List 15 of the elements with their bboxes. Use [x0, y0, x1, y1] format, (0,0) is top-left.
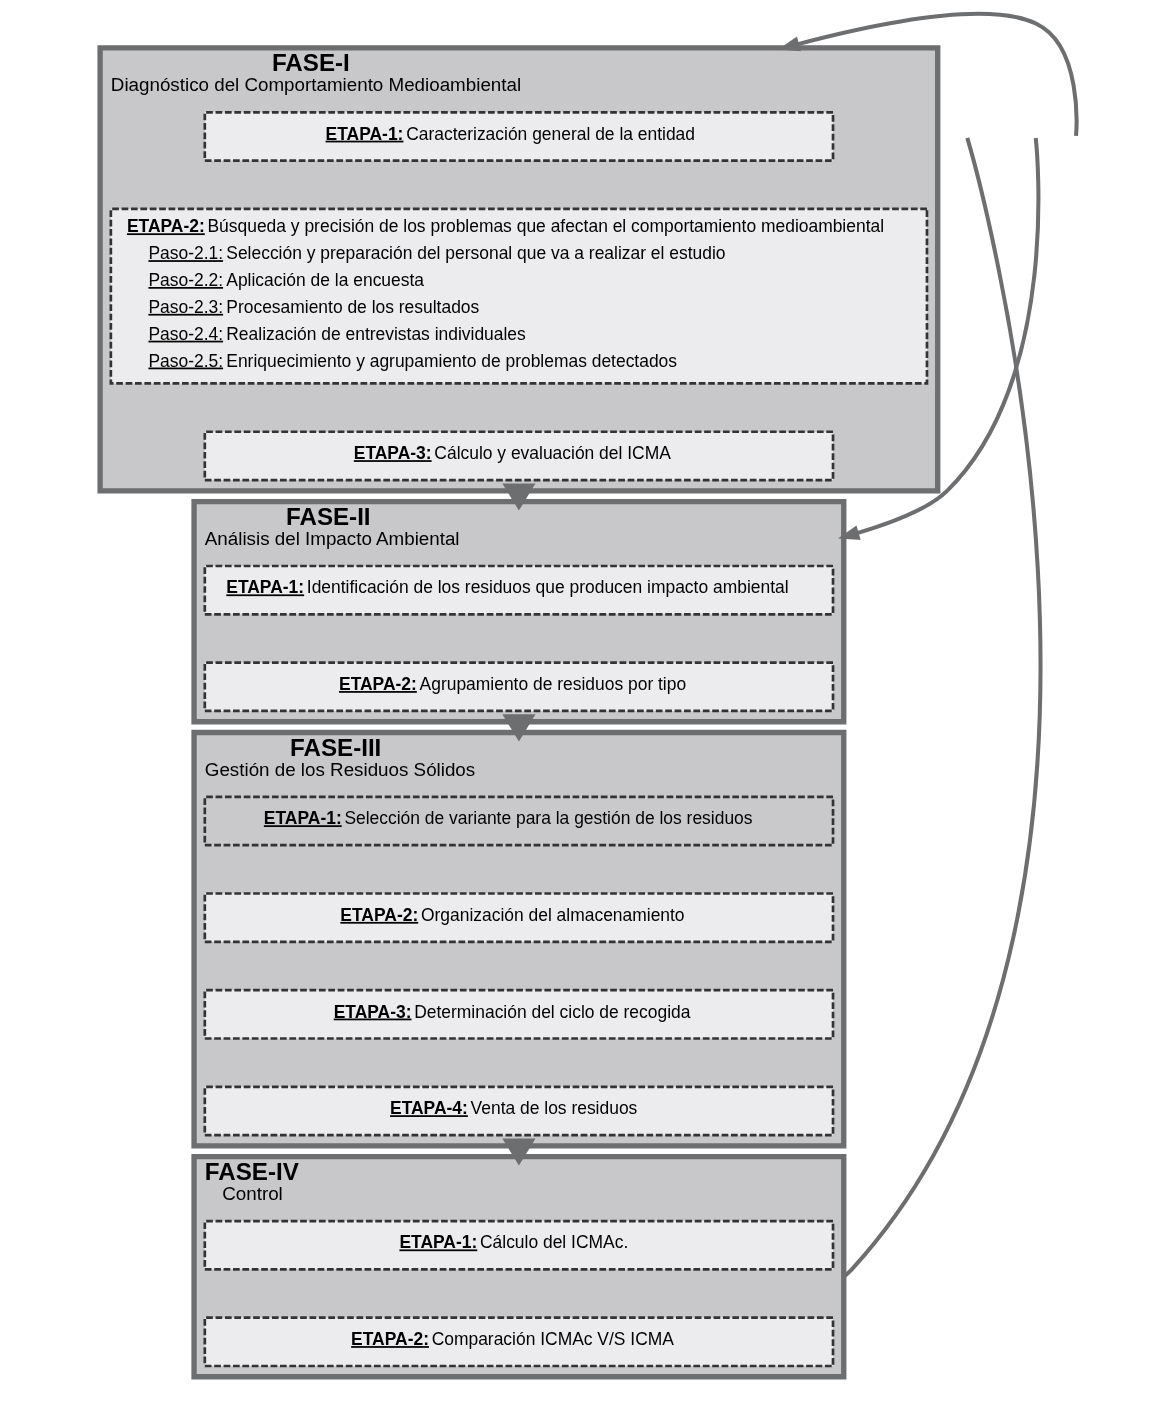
node-box: ETAPA-1:Caracterización general de la entidad — [202, 110, 834, 162]
node-box: ETAPA-1:Cálculo del ICMAc. — [202, 1219, 834, 1271]
node-box: ETAPA-3:Determinación del ciclo de recogida — [202, 988, 834, 1040]
node-box: ETAPA-2:Agrupamiento de residuos por tipo — [202, 661, 834, 713]
arrow — [501, 483, 536, 511]
node-box: ETAPA-2:Búsqueda y precisión de los problemas que afectan el comportamiento medioambiental Paso-2.1: Selección y preparación del personal que va a realizar el estudio Paso-2.2: Aplicación de la encuesta Paso-2.3: Procesamiento de los resultados Paso-2.4: Realización de entrevistas individuales Paso-2.5: Enriquecimiento y agrupamiento de problemas detectados — [109, 207, 928, 385]
node-box: ETAPA-4:Venta de los residuos — [202, 1085, 834, 1137]
node-box: ETAPA-1:Identificación de los residuos que producen impacto ambiental — [202, 564, 834, 616]
node-box: ETAPA-2:Comparación ICMAc V/S ICMA — [202, 1316, 834, 1368]
node-box: ETAPA-3:Cálculo y evaluación del ICMA — [202, 430, 834, 482]
arrow — [501, 1138, 536, 1166]
node-box: ETAPA-1:Selección de variante para la gestión de los residuos — [202, 795, 834, 847]
arrow — [837, 137, 1040, 540]
node-box: ETAPA-2:Organización del almacenamiento — [202, 892, 834, 944]
arrow — [501, 714, 536, 742]
